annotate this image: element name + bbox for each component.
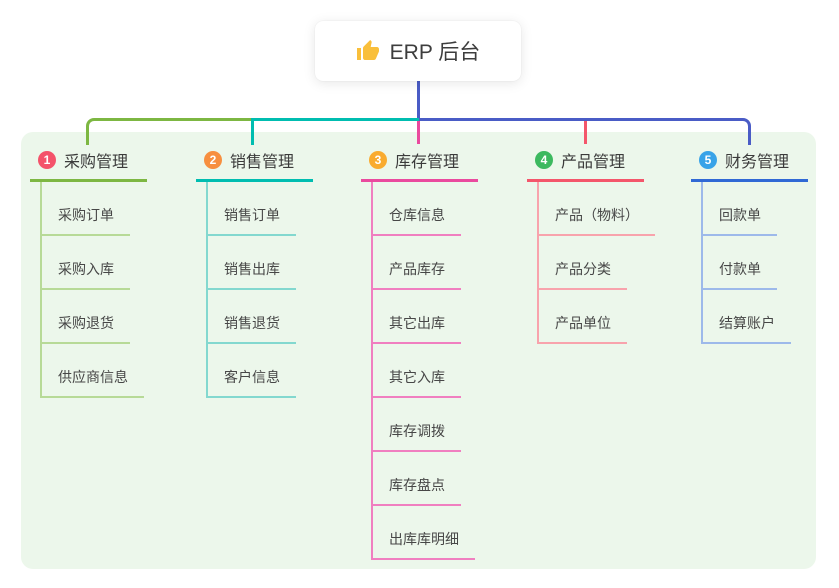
branch-1-connector [86, 118, 254, 145]
branch-4-connector [584, 121, 587, 144]
badge-4-icon: 4 [535, 151, 553, 169]
branch-title: 财务管理 [725, 154, 790, 171]
child-node[interactable]: 库存调拨 [371, 421, 461, 452]
branch-children: 采购订单 采购入库 采购退货 供应商信息 [40, 182, 147, 398]
branch-purchase: 1 采购管理 采购订单 采购入库 采购退货 供应商信息 [30, 146, 148, 398]
branch-node-finance[interactable]: 5 财务管理 [691, 146, 809, 182]
child-node[interactable]: 出库库明细 [371, 529, 475, 560]
child-node[interactable]: 销售订单 [206, 205, 296, 236]
child-node[interactable]: 付款单 [701, 259, 777, 290]
branch-node-purchase[interactable]: 1 采购管理 [30, 146, 148, 182]
badge-2-icon: 2 [204, 151, 222, 169]
branch-5-connector [419, 118, 751, 145]
thumbs-up-icon [356, 40, 379, 60]
child-node[interactable]: 销售退货 [206, 313, 296, 344]
root-node-label: ERP 后台 [389, 41, 481, 64]
child-node[interactable]: 采购退货 [40, 313, 130, 344]
branch-title: 采购管理 [64, 154, 129, 171]
branch-node-inventory[interactable]: 3 库存管理 [361, 146, 479, 182]
child-node[interactable]: 产品单位 [537, 313, 627, 344]
branch-3-connector [417, 121, 420, 144]
child-node[interactable]: 供应商信息 [40, 367, 144, 398]
branch-title: 产品管理 [561, 154, 626, 171]
branch-inventory: 3 库存管理 仓库信息 产品库存 其它出库 其它入库 库存调拨 库存盘点 出库库… [361, 146, 479, 560]
badge-5-icon: 5 [699, 151, 717, 169]
branch-node-product[interactable]: 4 产品管理 [527, 146, 645, 182]
branch-sales: 2 销售管理 销售订单 销售出库 销售退货 客户信息 [196, 146, 314, 398]
trunk-connector [417, 81, 420, 121]
branch-children: 产品（物料） 产品分类 产品单位 [537, 182, 655, 344]
child-node[interactable]: 仓库信息 [371, 205, 461, 236]
badge-3-icon: 3 [369, 151, 387, 169]
child-node[interactable]: 产品分类 [537, 259, 627, 290]
mindmap-canvas [21, 132, 816, 569]
child-node[interactable]: 采购订单 [40, 205, 130, 236]
child-node[interactable]: 其它出库 [371, 313, 461, 344]
child-node[interactable]: 其它入库 [371, 367, 461, 398]
badge-1-icon: 1 [38, 151, 56, 169]
child-node[interactable]: 回款单 [701, 205, 777, 236]
branch-children: 回款单 付款单 结算账户 [701, 182, 808, 344]
child-node[interactable]: 客户信息 [206, 367, 296, 398]
branch-title: 销售管理 [230, 154, 295, 171]
branch-node-sales[interactable]: 2 销售管理 [196, 146, 314, 182]
branch-children: 仓库信息 产品库存 其它出库 其它入库 库存调拨 库存盘点 出库库明细 [371, 182, 478, 560]
child-node[interactable]: 产品（物料） [537, 205, 655, 236]
branch-2-connector [251, 118, 419, 145]
child-node[interactable]: 结算账户 [701, 313, 791, 344]
child-node[interactable]: 销售出库 [206, 259, 296, 290]
child-node[interactable]: 采购入库 [40, 259, 130, 290]
root-node[interactable]: ERP 后台 [315, 21, 521, 81]
branch-product: 4 产品管理 产品（物料） 产品分类 产品单位 [527, 146, 655, 344]
branch-children: 销售订单 销售出库 销售退货 客户信息 [206, 182, 313, 398]
branch-finance: 5 财务管理 回款单 付款单 结算账户 [691, 146, 809, 344]
child-node[interactable]: 库存盘点 [371, 475, 461, 506]
child-node[interactable]: 产品库存 [371, 259, 461, 290]
branch-title: 库存管理 [395, 154, 460, 171]
